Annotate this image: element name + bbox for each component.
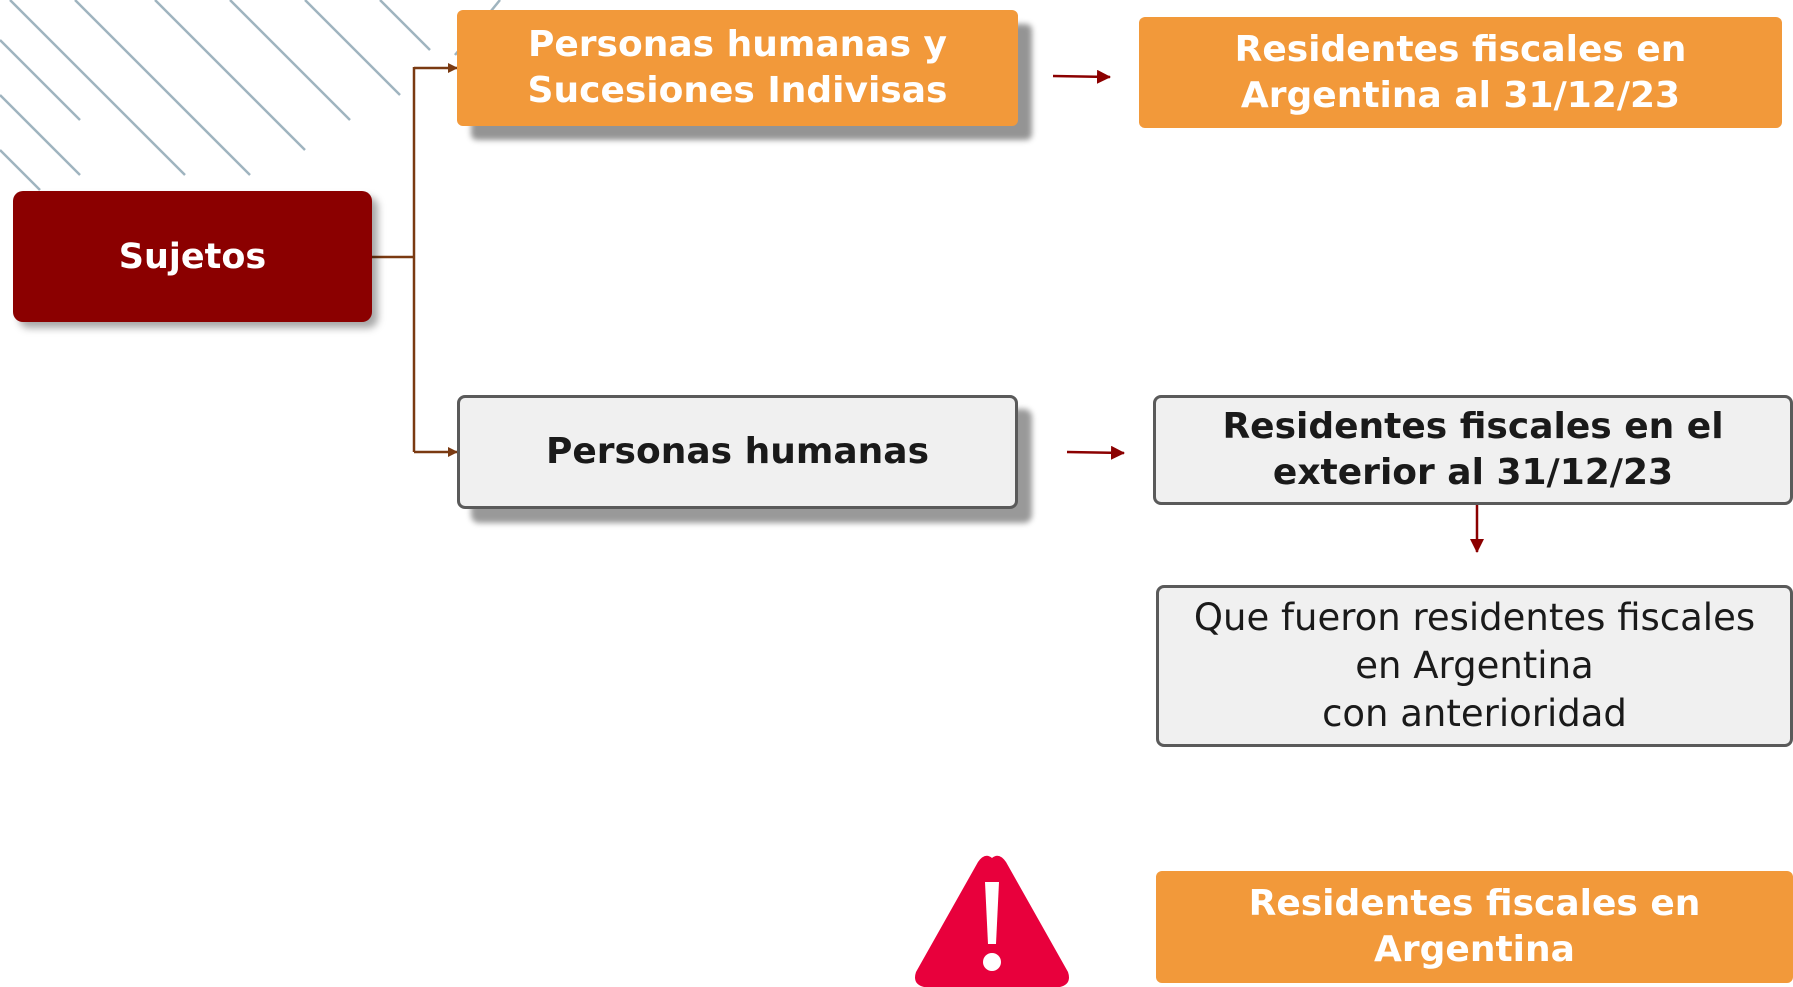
result-node-residentes-exterior: Residentes fiscales en el exterior al 31… [1153, 395, 1793, 505]
result-node-label: Residentes fiscales en el exterior al 31… [1222, 406, 1724, 493]
condition-node-label: Que fueron residentes fiscales en Argent… [1193, 595, 1756, 736]
tree-connector [372, 63, 458, 457]
warning-note-residentes-argentina: Residentes fiscales en Argentina [1156, 871, 1793, 983]
arrow-bottom-result [1066, 445, 1125, 460]
category-node-personas-humanas: Personas humanas [457, 395, 1018, 509]
result-node-residentes-argentina: Residentes fiscales en Argentina al 31/1… [1139, 17, 1782, 128]
category-node-label: Personas humanas y Sucesiones Indivisas [527, 24, 948, 111]
arrow-top-result [1052, 69, 1111, 84]
root-node-sujetos: Sujetos [13, 191, 372, 322]
condition-node-anterioridad: Que fueron residentes fiscales en Argent… [1156, 585, 1793, 747]
diagonal-stripes-decoration [0, 0, 501, 191]
result-node-label: Residentes fiscales en Argentina al 31/1… [1234, 28, 1687, 116]
category-node-personas-sucesiones: Personas humanas y Sucesiones Indivisas [457, 10, 1018, 126]
warning-note-label: Residentes fiscales en Argentina [1248, 883, 1701, 970]
root-node-label: Sujetos [118, 236, 267, 277]
category-node-label: Personas humanas [545, 431, 929, 473]
warning-triangle-icon [915, 855, 1069, 987]
